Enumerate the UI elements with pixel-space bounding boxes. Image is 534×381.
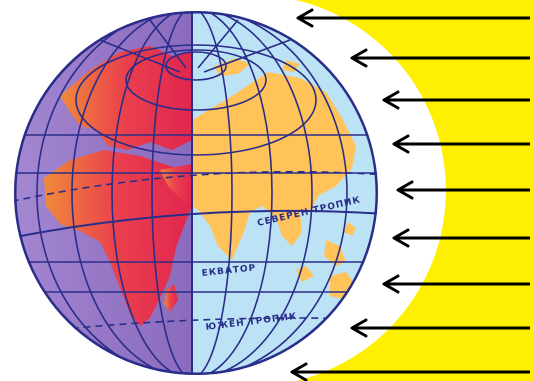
earth-sunlight-figure: СЕВЕРЕН ТРОПИК ЕКВАТОР ЮЖЕН ТРОПИК	[0, 0, 534, 381]
illumination-diagram: СЕВЕРЕН ТРОПИК ЕКВАТОР ЮЖЕН ТРОПИК	[0, 0, 534, 381]
